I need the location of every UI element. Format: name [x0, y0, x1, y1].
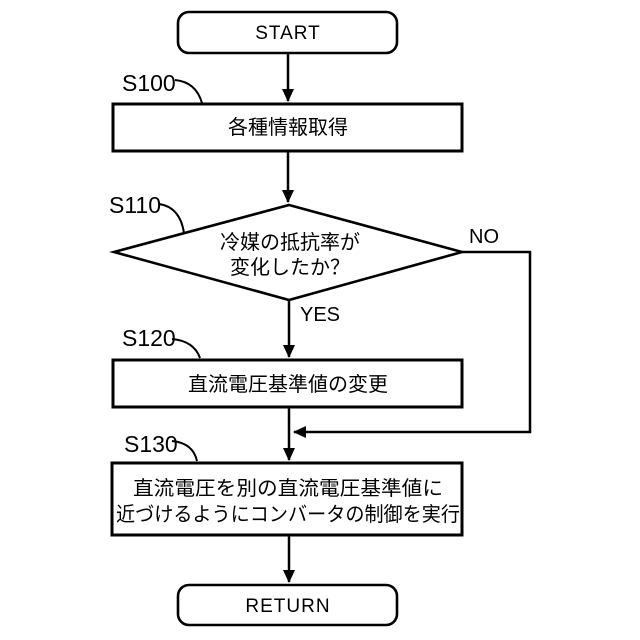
leader-line-s110: [158, 203, 185, 234]
arrow-s110-no-branch: [293, 250, 532, 438]
start-label: START: [255, 23, 321, 44]
branch-label-yes: YES: [300, 304, 340, 326]
return-label: RETURN: [245, 596, 330, 617]
step-id-s110: S110: [109, 192, 161, 218]
leader-line-s120: [171, 338, 201, 359]
process-node-s100: [111, 102, 464, 153]
process-label-s120: 直流電圧基準値の変更: [188, 373, 388, 396]
decision-label-line2-s110: 変化したか？: [230, 256, 350, 279]
return-node: [176, 583, 399, 627]
leader-line-s100: [174, 79, 203, 104]
process-label-s100: 各種情報取得: [228, 116, 348, 139]
decision-node-s110: [109, 203, 467, 302]
step-id-s120: S120: [122, 325, 176, 351]
process-label-line2-s130: 近づけるようにコンバータの制御を実行: [116, 503, 460, 526]
step-id-s130: S130: [124, 431, 178, 457]
process-node-s130: [110, 461, 464, 537]
decision-label-line1-s110: 冷媒の抵抗率が: [220, 231, 360, 254]
process-node-s120: [111, 358, 464, 409]
branch-label-no: NO: [469, 226, 499, 248]
leader-line-s130: [171, 440, 198, 462]
start-node: [176, 10, 399, 55]
process-label-line1-s130: 直流電圧を別の直流電圧基準値に: [133, 477, 443, 500]
step-id-s100: S100: [122, 70, 176, 96]
